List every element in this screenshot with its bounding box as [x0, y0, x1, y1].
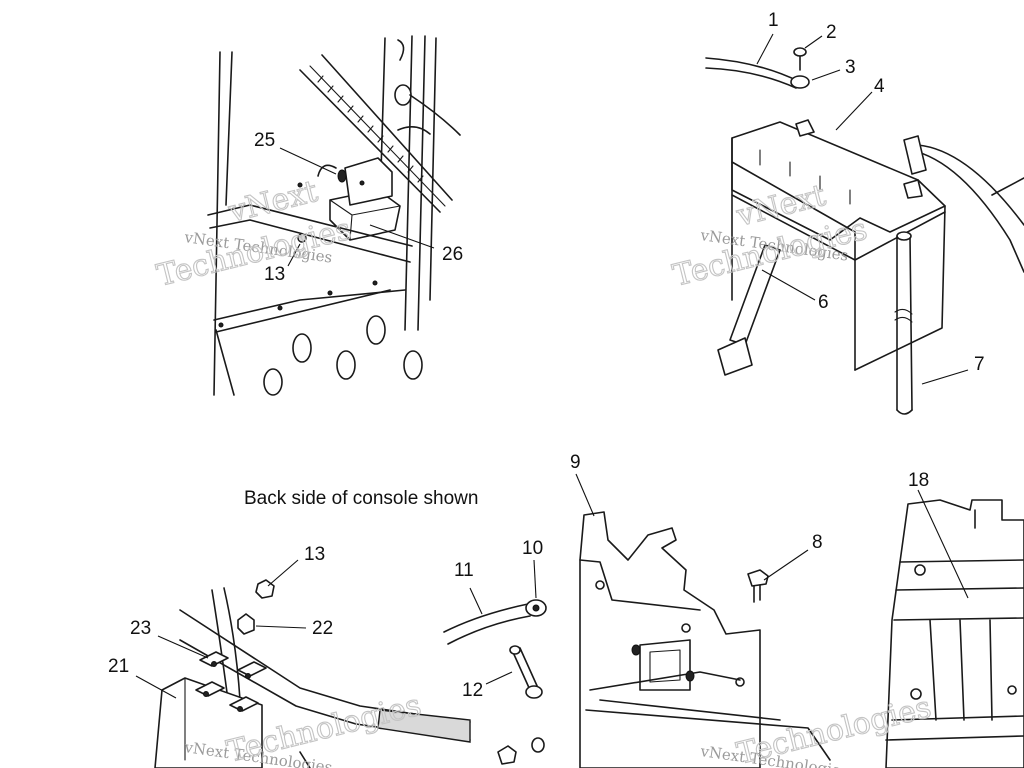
- callout-8: 8: [812, 532, 823, 553]
- frame-detail-view: [207, 35, 461, 396]
- callout-4: 4: [874, 76, 885, 97]
- callout-21: 21: [108, 656, 129, 677]
- callout-26: 26: [442, 244, 463, 265]
- callout-9: 9: [570, 452, 581, 473]
- watermark-left-top: vNext Technologies Technologies vNext: [153, 173, 355, 294]
- callout-11: 11: [454, 560, 474, 581]
- battery-view: [705, 47, 1024, 415]
- callout-25: 25: [254, 130, 275, 151]
- callout-6: 6: [818, 292, 829, 313]
- callout-2: 2: [826, 22, 837, 43]
- callout-23: 23: [130, 618, 151, 639]
- console-caption: Back side of console shown: [244, 488, 478, 509]
- svg-text:Technologies: Technologies: [223, 688, 424, 768]
- callout-13-top: 13: [264, 264, 285, 285]
- callout-1: 1: [768, 10, 779, 31]
- callout-18: 18: [908, 470, 929, 491]
- callout-10: 10: [522, 538, 543, 559]
- callout-22: 22: [312, 618, 333, 639]
- callout-labels: 1 2 3 4 6 7 25 26 13 8 9 10 11 12 13 22 …: [108, 10, 985, 701]
- battery-bracket-view: [443, 511, 831, 768]
- battery-box-view: [885, 499, 1024, 768]
- callout-13-bottom: 13: [304, 544, 325, 565]
- callout-3: 3: [845, 57, 856, 78]
- callout-7: 7: [974, 354, 985, 375]
- callout-leaders: [135, 33, 969, 699]
- callout-12: 12: [462, 680, 483, 701]
- console-back-view: [154, 579, 471, 768]
